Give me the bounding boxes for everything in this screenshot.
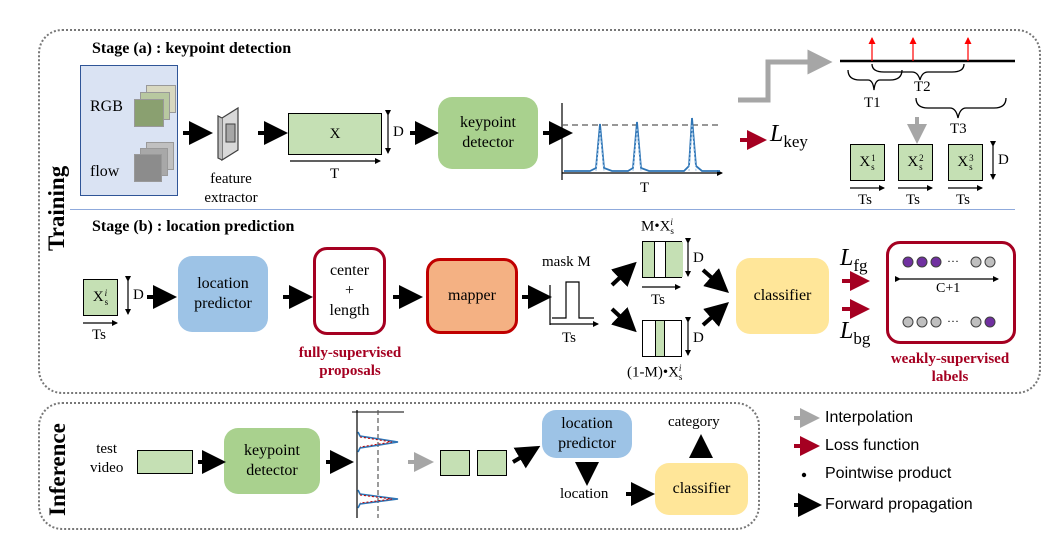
interpolation-path <box>738 49 833 103</box>
keypoint-detector-box: keypoint detector <box>438 97 538 169</box>
svg-text:···: ··· <box>947 314 959 328</box>
inference-category-label: category <box>668 414 720 430</box>
legend-pointwise-product: Pointwise product <box>825 465 952 482</box>
legend-forward-propagation: Forward propagation <box>825 496 973 513</box>
stage-b-input-dim-arrows <box>83 276 131 326</box>
stage-divider <box>70 209 1015 210</box>
inference-input-feature <box>137 450 193 474</box>
legend-symbols <box>794 408 822 517</box>
segment-t1: T1 <box>864 95 881 111</box>
training-frame <box>38 29 1041 394</box>
labels-caption: weakly-supervised labels <box>890 351 1010 385</box>
proposal-box: center + length <box>313 247 386 335</box>
rgb-label: RGB <box>90 98 123 115</box>
branch-dim-arrows <box>642 238 691 356</box>
inference-location-predictor-box: location predictor <box>542 410 632 458</box>
legend-interpolation: Interpolation <box>825 409 914 426</box>
inference-frame <box>38 402 760 530</box>
mask-label: mask M <box>542 254 591 270</box>
fg-ts-label: Ts <box>651 292 665 308</box>
feature-map-x: X <box>288 113 382 155</box>
loss-key: Lkey <box>770 121 808 151</box>
inference-classifier-box: classifier <box>655 463 748 515</box>
legend-loss-function: Loss function <box>825 437 920 454</box>
stage-b-title: Stage (b) : location prediction <box>92 218 295 235</box>
bg-feature-map <box>642 320 682 357</box>
classifier-box-training: classifier <box>736 258 829 334</box>
test-video-label: test video <box>90 441 124 476</box>
inference-keypoint-detector-box: keypoint detector <box>224 428 320 494</box>
mapper-box: mapper <box>426 258 518 334</box>
keypoint-timeline <box>840 37 1015 63</box>
feature-map-d-label: D <box>393 124 404 140</box>
keypoint-signal-plot <box>561 103 723 180</box>
flow-label: flow <box>90 163 120 180</box>
mask-ts-label: Ts <box>562 330 576 346</box>
inference-signal-plot <box>352 410 404 518</box>
stage-b-input-d: D <box>133 287 144 303</box>
inference-feature-a <box>440 450 470 476</box>
inference-feature-b <box>477 450 507 476</box>
sub-feature-d-label: D <box>998 152 1009 168</box>
stage-b-input-ts: Ts <box>92 327 106 343</box>
inference-location-label: location <box>560 486 609 502</box>
sub-feature-dim-arrows <box>850 141 996 191</box>
feature-extractor-icon <box>217 106 239 162</box>
feature-extractor-label: feature extractor <box>204 171 258 206</box>
sub-feature-3-ts: Ts <box>956 192 970 208</box>
sub-feature-2-ts: Ts <box>906 192 920 208</box>
loss-bg: Lbg <box>840 318 871 348</box>
sub-feature-1-ts: Ts <box>858 192 872 208</box>
loss-arrows-stage-b <box>842 271 870 319</box>
fg-feature-map <box>642 241 683 278</box>
feature-map-dim-arrows <box>290 110 391 164</box>
location-predictor-box: location predictor <box>178 256 268 332</box>
segment-t3: T3 <box>950 121 967 137</box>
loss-fg: Lfg <box>840 245 868 275</box>
segment-t2: T2 <box>914 79 931 95</box>
feature-map-t-label: T <box>330 166 340 182</box>
fg-d-label: D <box>693 250 704 266</box>
mask-plot <box>549 281 599 327</box>
bg-d-label: D <box>693 330 704 346</box>
signal-axis-label: T <box>640 180 650 196</box>
label-dots: ··· ··· <box>895 254 999 328</box>
labels-count: C+1 <box>936 281 961 296</box>
stage-b-forward-arrows <box>147 261 729 333</box>
stage-a-title: Stage (a) : keypoint detection <box>92 40 292 57</box>
segment-braces <box>847 63 1007 119</box>
inference-forward-arrows <box>198 434 713 506</box>
proposal-caption: fully-supervised proposals <box>298 345 402 379</box>
svg-text:···: ··· <box>947 254 959 268</box>
